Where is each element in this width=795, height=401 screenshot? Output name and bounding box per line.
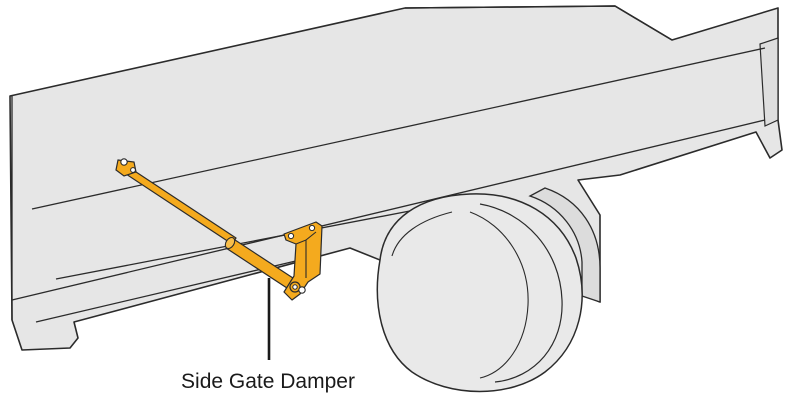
callout-label: Side Gate Damper xyxy=(181,370,355,393)
bracket-plate xyxy=(283,221,323,301)
damper-upper-fitting xyxy=(115,158,137,177)
tire-tread-inner xyxy=(469,211,529,379)
callout: Side Gate Damper xyxy=(181,278,355,393)
gate-bottom-edge xyxy=(11,119,766,301)
bracket-bolt-2 xyxy=(308,224,316,232)
bracket-pivot xyxy=(298,286,306,294)
bracket-inner-edge xyxy=(295,231,317,278)
wheel-fender xyxy=(528,187,601,303)
gate-inner-line-2 xyxy=(35,259,301,323)
damper-lower-pin xyxy=(292,284,298,290)
gate-rib-upper xyxy=(31,47,766,210)
tire-outline xyxy=(376,193,583,393)
damper-bracket xyxy=(283,221,323,301)
tire-sidewall xyxy=(479,203,563,383)
fender-outline xyxy=(528,187,601,303)
gate-end-cap xyxy=(759,37,779,127)
rear-wheel xyxy=(376,193,583,393)
tire-shoulder xyxy=(391,211,453,257)
deck-top-edge xyxy=(404,5,673,41)
bracket-bolt-1 xyxy=(287,232,295,240)
side-gate-damper xyxy=(115,158,297,291)
damper-cylinder-ring xyxy=(224,236,236,250)
